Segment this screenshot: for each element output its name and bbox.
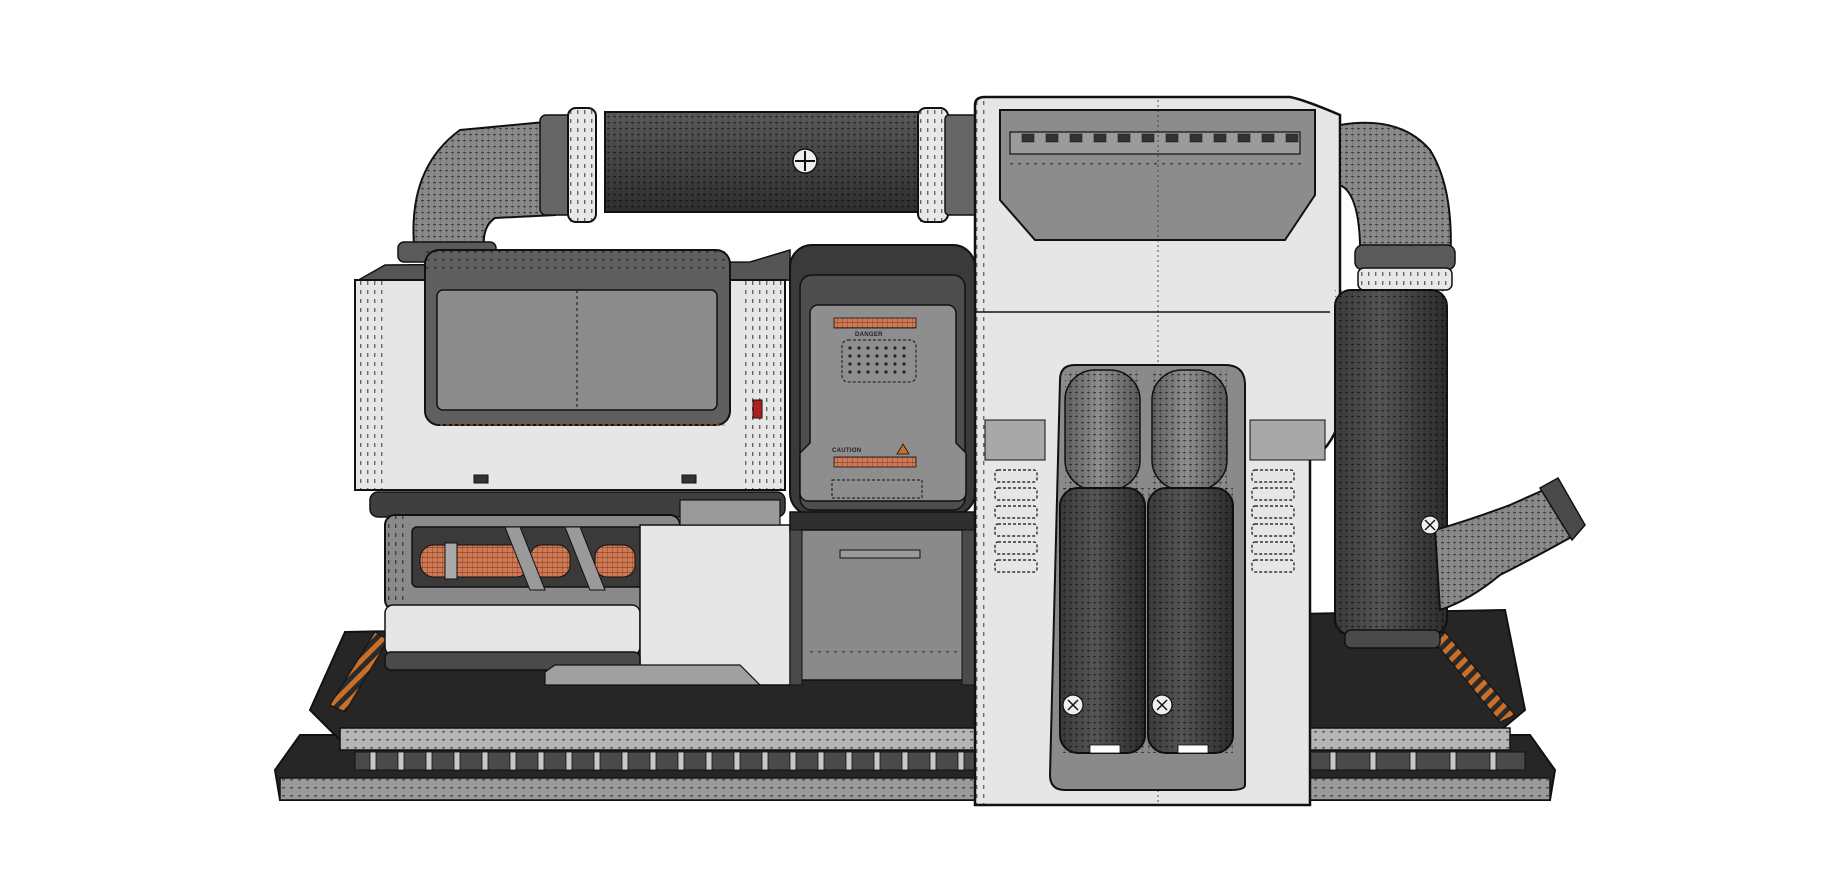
warning-strip-bottom xyxy=(833,456,917,468)
right-vertical-tank xyxy=(1334,121,1456,649)
left-equipment-box xyxy=(354,248,791,686)
twin-vertical-tanks xyxy=(1059,369,1234,754)
warning-strip-top xyxy=(833,317,917,329)
middle-cabinet: DANGER CAUTION xyxy=(789,244,976,686)
central-tower xyxy=(973,95,1342,807)
top-horizontal-pipe xyxy=(397,107,978,263)
danger-label: DANGER xyxy=(855,332,883,338)
right-exhaust-elbow xyxy=(1420,476,1586,612)
copper-coil-1 xyxy=(419,544,531,578)
copper-coil-3 xyxy=(594,544,636,578)
red-indicator-light xyxy=(752,399,763,419)
warning-triangle-icon xyxy=(896,443,910,455)
caution-label: CAUTION xyxy=(832,448,861,454)
